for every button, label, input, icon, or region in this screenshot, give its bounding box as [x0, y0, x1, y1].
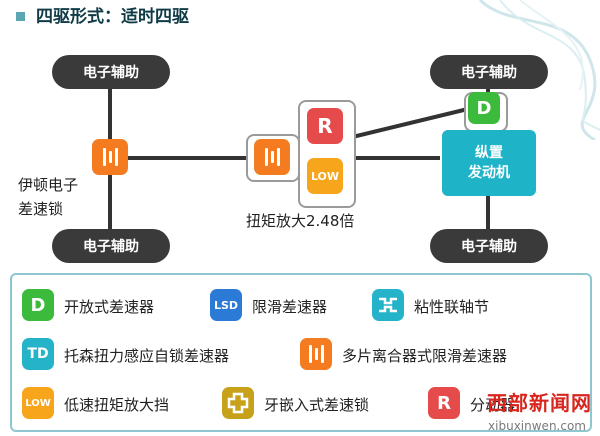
legend-dog-clutch-icon [222, 387, 254, 419]
legend-transfer-case-label: 分动器 [470, 396, 516, 414]
smoke-decoration [478, 0, 600, 140]
electronic-assist-top-right: 电子辅助 [430, 55, 548, 89]
engine-label-line2: 发动机 [468, 165, 510, 181]
legend-torsen-icon: TD [22, 338, 54, 370]
legend-low-range-label: 低速扭矩放大挡 [64, 396, 170, 414]
legend-lsd-icon: LSD [210, 289, 242, 321]
legend-viscous-coupling-icon [372, 289, 404, 321]
viscous-coupling-glyph [379, 297, 397, 313]
low-range-icon: LOW [307, 158, 343, 194]
multiplate-clutch-icon [92, 139, 128, 175]
transfer-link-line [339, 106, 473, 142]
legend-torsen-label: 托森扭力感应自锁差速器 [64, 347, 230, 365]
legend-viscous-coupling-label: 粘性联轴节 [414, 298, 490, 316]
page-title: 四驱形式：适时四驱 [36, 7, 189, 27]
amplify-caption: 扭矩放大2.48倍 [246, 212, 355, 230]
title-bullet [16, 12, 25, 21]
electronic-assist-bottom-right: 电子辅助 [430, 229, 548, 263]
legend-multiplate-clutch-icon [300, 338, 332, 370]
eaton-label-line1: 伊顿电子 [18, 176, 79, 194]
legend-multiplate-clutch-label: 多片离合器式限滑差速器 [342, 347, 508, 365]
transfer-case-r-icon: R [307, 108, 343, 144]
center-multiplate-clutch-icon [254, 139, 290, 175]
eaton-label-line2: 差速锁 [18, 200, 64, 218]
legend-open-diff-label: 开放式差速器 [64, 298, 155, 316]
watermark-url: xibuxinwen.com [488, 419, 586, 433]
electronic-assist-bottom-left: 电子辅助 [52, 229, 170, 263]
legend-open-diff-icon: D [22, 289, 54, 321]
engine-label-line1: 纵置 [475, 145, 503, 161]
legend-low-range-icon: LOW [22, 387, 54, 419]
longitudinal-engine: 纵置 发动机 [442, 130, 536, 196]
electronic-assist-top-left: 电子辅助 [52, 55, 170, 89]
legend-transfer-case-icon: R [428, 387, 460, 419]
open-diff-d-icon: D [468, 92, 500, 124]
dog-clutch-glyph [227, 392, 249, 414]
legend-dog-clutch-label: 牙嵌入式差速锁 [264, 396, 370, 414]
legend-lsd-label: 限滑差速器 [252, 298, 328, 316]
watermark-site-name: 西部新闻网 [487, 391, 592, 415]
